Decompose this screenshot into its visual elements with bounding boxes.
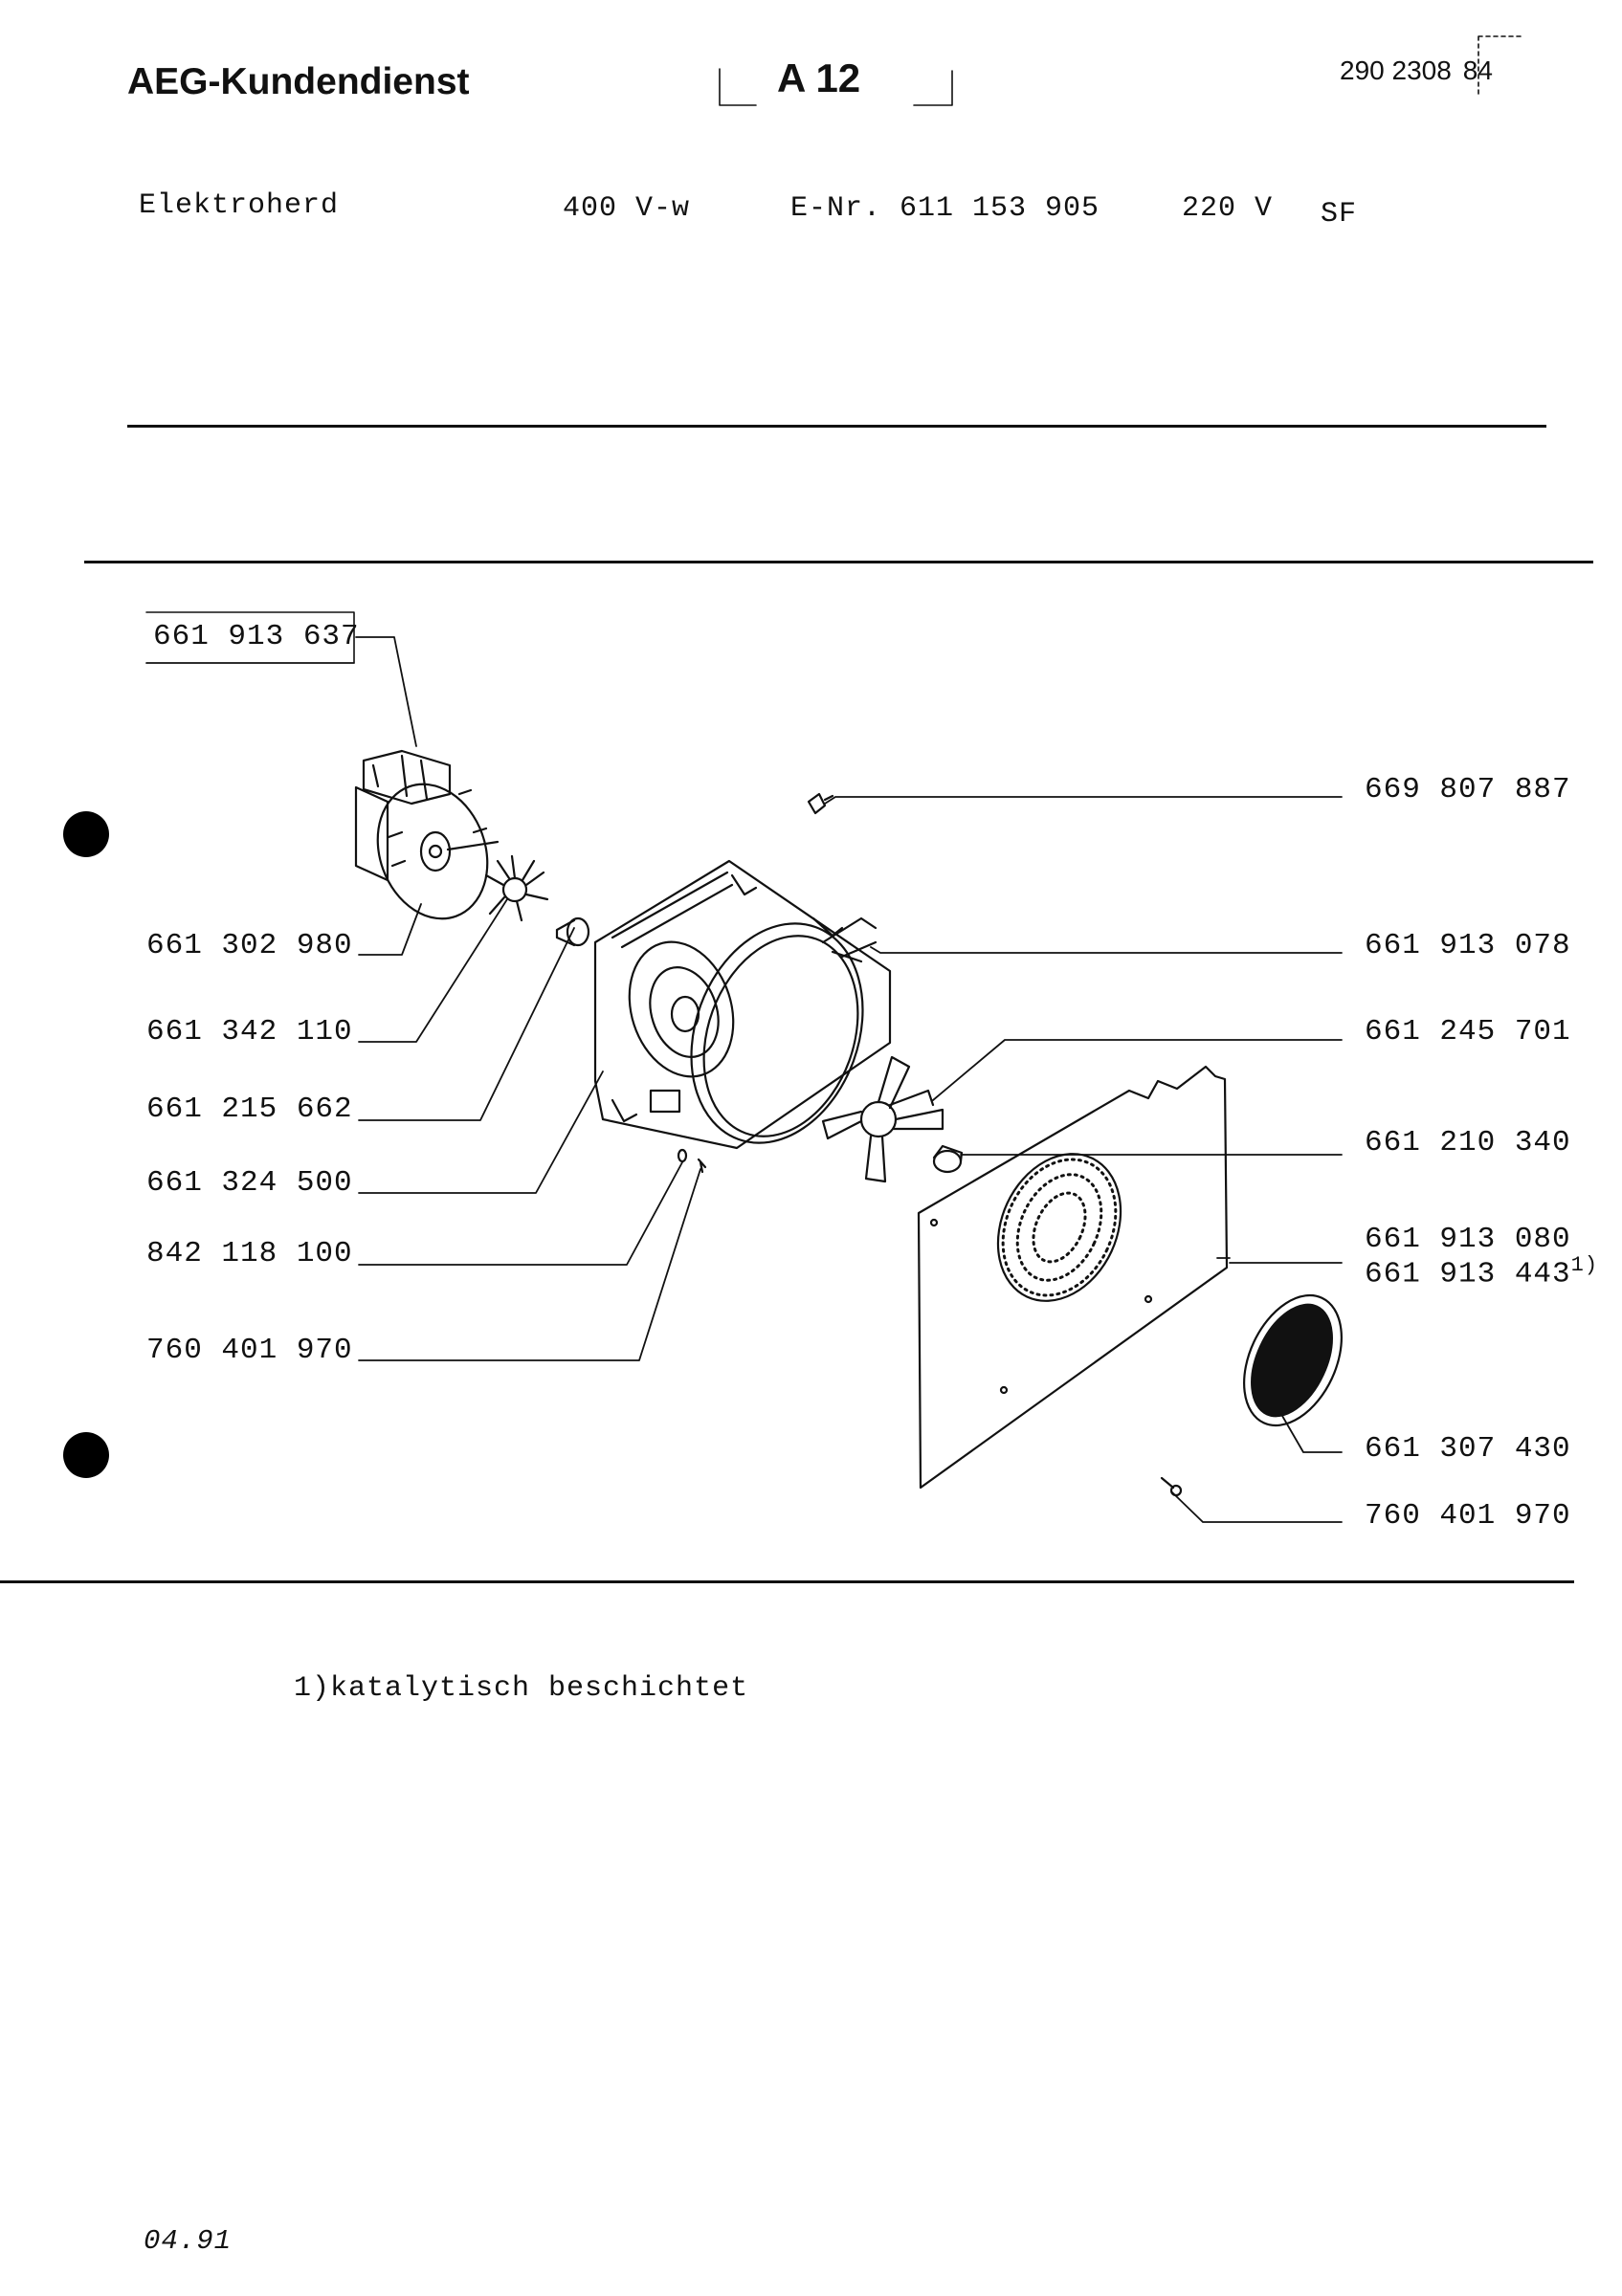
- leader-line-7: [358, 927, 575, 1121]
- leader-line-3: [358, 903, 422, 956]
- date-code: 04.91: [144, 2225, 233, 2257]
- header-rule: [127, 425, 1546, 428]
- part-number-661913443: 661 913 4431): [1365, 1253, 1598, 1291]
- footnote: 1)katalytisch beschichtet: [294, 1672, 749, 1705]
- screw-parts: [677, 1148, 1183, 1497]
- part-number-661307430: 661 307 430: [1365, 1432, 1571, 1466]
- voltage: 220 V: [1182, 192, 1274, 225]
- fan-blade-part: [821, 1055, 944, 1183]
- part-number-661342110: 661 342 110: [146, 1015, 353, 1049]
- punch-hole-top: [63, 811, 109, 857]
- brand-title: AEG-Kundendienst: [127, 61, 470, 102]
- catalytic-liner-part: [1243, 1293, 1343, 1427]
- sheet-number: A 12: [777, 55, 861, 100]
- part-number-661913637: 661 913 637: [153, 620, 360, 653]
- leader-line-5: [358, 898, 508, 1043]
- leader-line-1: [355, 636, 417, 747]
- leader-line-2: [824, 796, 1343, 805]
- part-number-661245701: 661 245 701: [1365, 1015, 1571, 1049]
- part-number-760401970-right: 760 401 970: [1365, 1499, 1571, 1533]
- leader-line-14: [1281, 1415, 1343, 1453]
- part-number-842118100: 842 118 100: [146, 1237, 353, 1270]
- part-label-box: [145, 611, 355, 664]
- e-number: E-Nr. 611 153 905: [790, 192, 1100, 225]
- part-number-661913080: 661 913 080: [1365, 1223, 1571, 1256]
- motor-part: [354, 749, 500, 920]
- part-number-661324500: 661 324 500: [146, 1166, 353, 1200]
- nut-part: [932, 1144, 964, 1174]
- part-number-669807887: 669 807 887: [1365, 773, 1571, 806]
- leader-line-6: [932, 1039, 1343, 1101]
- part-number-760401970-left: 760 401 970: [146, 1334, 353, 1367]
- leader-line-4: [870, 946, 1343, 954]
- product-name: Elektroherd: [139, 189, 340, 222]
- rear-panel-part: [917, 1065, 1229, 1490]
- voltage-type: 400 V-w: [563, 192, 691, 225]
- part-number-661302980: 661 302 980: [146, 929, 353, 962]
- leader-line-9: [358, 1071, 604, 1194]
- fan-wheel-part: [484, 854, 549, 922]
- leader-line-15: [1171, 1491, 1343, 1523]
- diagram-top-rule: [84, 561, 1593, 563]
- bushing-part: [555, 916, 590, 947]
- diagram-bottom-rule: [0, 1580, 1574, 1583]
- part-number-661215662: 661 215 662: [146, 1093, 353, 1126]
- document-number-main: 290 2308: [1340, 55, 1452, 85]
- leader-line-10: [358, 1161, 683, 1266]
- part-number-661913443-value: 661 913 443: [1365, 1257, 1571, 1292]
- back-plate-part: [593, 859, 892, 1150]
- leader-line-11: [1216, 1257, 1343, 1264]
- connector-clip-part: [807, 792, 834, 815]
- product-code: SF: [1321, 198, 1358, 231]
- leader-line-13: [358, 1168, 701, 1361]
- part-number-661913078: 661 913 078: [1365, 929, 1571, 962]
- part-number-661210340: 661 210 340: [1365, 1126, 1571, 1159]
- leader-lines: [355, 636, 1343, 1523]
- punch-hole-bottom: [63, 1432, 109, 1478]
- sheet-brackets: [719, 35, 1522, 106]
- footnote-ref: 1): [1570, 1253, 1599, 1277]
- heating-ring-part: [690, 916, 878, 1144]
